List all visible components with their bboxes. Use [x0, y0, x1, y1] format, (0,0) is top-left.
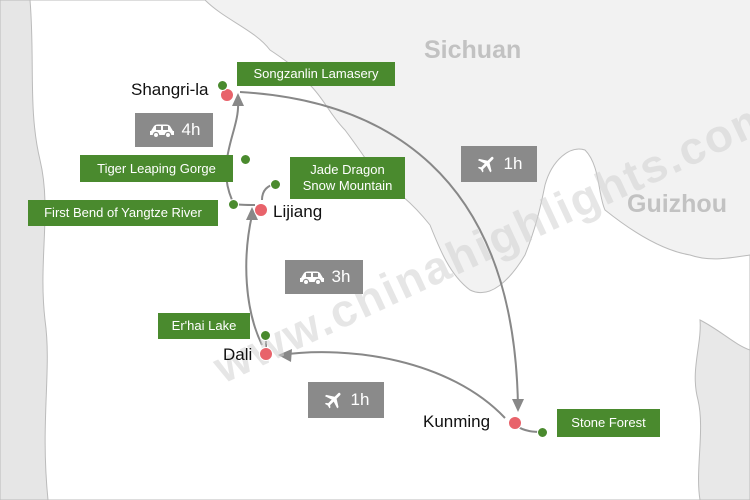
attraction-dot-tiger-leaping: [240, 154, 251, 165]
badge-lijiang-shangrila: 4h: [135, 113, 213, 147]
route-shangrila-kunming: [239, 91, 519, 409]
badge-time-dali-lijiang: 3h: [331, 267, 351, 286]
label-songzanlin: Songzanlin Lamasery: [237, 62, 395, 86]
city-dot-kunming: [508, 416, 522, 430]
label-jade-dragon: Jade Dragon Snow Mountain: [290, 157, 405, 199]
city-dot-lijiang: [254, 203, 268, 217]
lower-right-region-shape: [694, 319, 750, 500]
region-sichuan: Sichuan: [424, 36, 522, 64]
left-region-shape: [0, 0, 49, 500]
route-kunming-dali: [279, 351, 506, 419]
arrowhead-lijiang: [246, 207, 258, 220]
label-erhai: Er'hai Lake: [158, 313, 250, 339]
attraction-dot-stone-forest: [537, 427, 548, 438]
city-name-kunming: Kunming: [423, 412, 491, 431]
arrowhead-shangrila: [232, 93, 244, 106]
route-dali-lijiang: [245, 214, 263, 346]
badge-time-lijiang-shangrila: 4h: [181, 120, 201, 139]
label-jade-dragon-line1: Jade Dragon: [310, 162, 385, 177]
label-jade-dragon-line2: Snow Mountain: [302, 178, 393, 193]
attraction-dot-jade-dragon: [270, 179, 281, 190]
region-guizhou: Guizhou: [627, 190, 727, 218]
plane-icon: [477, 156, 494, 173]
label-first-bend: First Bend of Yangtze River: [28, 200, 218, 226]
city-dot-dali: [259, 347, 273, 361]
badge-dali-lijiang: 3h: [285, 260, 363, 294]
attraction-dot-songzanlin: [217, 80, 228, 91]
attraction-dot-first-bend: [228, 199, 239, 210]
plane-icon: [324, 392, 341, 409]
badge-shangrila-kunming: 1h: [461, 146, 537, 182]
route-lijiang-shangrila: [225, 101, 240, 201]
badge-time-kunming-dali: 1h: [350, 390, 370, 409]
arrowhead-kunming: [512, 399, 524, 412]
badge-kunming-dali: 1h: [308, 382, 384, 418]
label-stone-forest: Stone Forest: [557, 409, 660, 437]
label-tiger-leaping: Tiger Leaping Gorge: [80, 155, 233, 182]
badge-time-shangrila-kunming: 1h: [503, 154, 523, 173]
car-icon: [149, 124, 174, 138]
city-name-shangrila: Shangri-la: [131, 80, 209, 99]
attraction-dot-erhai: [260, 330, 271, 341]
arrowhead-dali: [278, 349, 292, 362]
city-name-dali: Dali: [223, 345, 253, 364]
arrowheads: [232, 93, 524, 412]
city-name-lijiang: Lijiang: [273, 202, 323, 221]
car-icon: [299, 271, 324, 285]
